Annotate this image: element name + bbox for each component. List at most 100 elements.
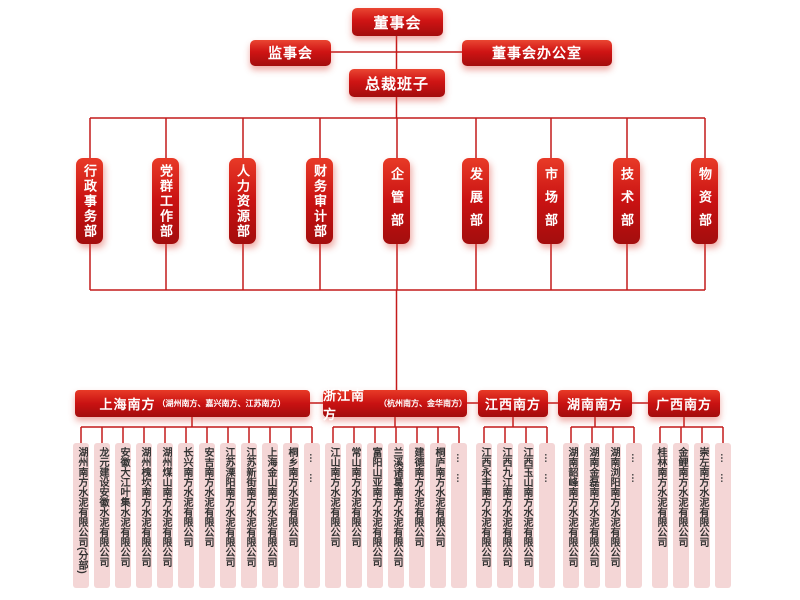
company-item-more[interactable]: …… bbox=[304, 443, 320, 588]
company-label: 江苏溧阳南方水泥有限公司 bbox=[223, 447, 234, 567]
dept-label: 企管部 bbox=[389, 166, 404, 236]
company-label: 金鲤南方水泥有限公司 bbox=[676, 447, 687, 547]
node-board-office[interactable]: 董事会办公室 bbox=[462, 40, 612, 66]
company-label: 崇左南方水泥有限公司 bbox=[697, 447, 708, 547]
company-item[interactable]: 建德南方水泥有限公司 bbox=[409, 443, 425, 588]
node-board-office-label: 董事会办公室 bbox=[492, 45, 582, 61]
dept-label: 财务审计部 bbox=[312, 163, 327, 239]
company-item[interactable]: 安吉南方水泥有限公司 bbox=[199, 443, 215, 588]
node-president-team[interactable]: 总裁班子 bbox=[349, 69, 445, 97]
company-label: 湖州南方水泥有限公司(分部) bbox=[76, 447, 87, 574]
company-label: 湖州煤山南方水泥有限公司 bbox=[160, 447, 171, 567]
company-item[interactable]: 江苏新街南方水泥有限公司 bbox=[241, 443, 257, 588]
dept-label: 技术部 bbox=[619, 166, 634, 236]
dept-label: 物资部 bbox=[697, 166, 712, 236]
region-note: （湖州南方、嘉兴南方、江苏南方） bbox=[157, 399, 286, 408]
company-item[interactable]: 湖州槐坎南方水泥有限公司 bbox=[136, 443, 152, 588]
company-item[interactable]: 上海金山南方水泥有限公司 bbox=[262, 443, 278, 588]
company-item-more[interactable]: …… bbox=[539, 443, 555, 588]
company-label: 江西玉山南方水泥有限公司 bbox=[521, 447, 532, 567]
company-label: 长兴南方水泥有限公司 bbox=[181, 447, 192, 547]
company-item[interactable]: 崇左南方水泥有限公司 bbox=[694, 443, 710, 588]
dept-development[interactable]: 发展部 bbox=[462, 158, 489, 244]
region-jiangxi[interactable]: 江西南方 bbox=[478, 390, 548, 417]
dept-label: 人力资源部 bbox=[235, 163, 250, 239]
company-item[interactable]: 江西玉山南方水泥有限公司 bbox=[518, 443, 534, 588]
company-label: 上海金山南方水泥有限公司 bbox=[265, 447, 276, 567]
ellipsis-label: …… bbox=[307, 453, 318, 493]
company-item[interactable]: 江西永丰南方水泥有限公司 bbox=[476, 443, 492, 588]
company-item-more[interactable]: …… bbox=[451, 443, 467, 588]
node-president-team-label: 总裁班子 bbox=[364, 75, 429, 93]
company-label: 建德南方水泥有限公司 bbox=[412, 447, 423, 547]
region-hunan[interactable]: 湖南南方 bbox=[558, 390, 632, 417]
dept-human-resources[interactable]: 人力资源部 bbox=[229, 158, 256, 244]
node-board-label: 董事会 bbox=[373, 14, 422, 32]
dept-label: 市场部 bbox=[543, 166, 558, 236]
company-label: 桐乡南方水泥有限公司 bbox=[286, 447, 297, 547]
dept-label: 发展部 bbox=[468, 166, 483, 236]
company-item[interactable]: 湖南韶峰南方水泥有限公司 bbox=[563, 443, 579, 588]
dept-admin-affairs[interactable]: 行政事务部 bbox=[76, 158, 103, 244]
company-label: 兰溪诸葛南方水泥有限公司 bbox=[391, 447, 402, 567]
company-item[interactable]: 金鲤南方水泥有限公司 bbox=[673, 443, 689, 588]
company-item[interactable]: 桐庐南方水泥有限公司 bbox=[430, 443, 446, 588]
ellipsis-label: …… bbox=[629, 453, 640, 493]
company-label: 湖南韶峰南方水泥有限公司 bbox=[566, 447, 577, 567]
ellipsis-label: …… bbox=[454, 453, 465, 493]
group-zhejiang-companies: 江山南方水泥有限公司 常山南方水泥有限公司 富阳山亚南方水泥有限公司 兰溪诸葛南… bbox=[325, 443, 467, 588]
region-shanghai[interactable]: 上海南方 （湖州南方、嘉兴南方、江苏南方） bbox=[75, 390, 310, 417]
company-item[interactable]: 湖州煤山南方水泥有限公司 bbox=[157, 443, 173, 588]
company-label: 湖州槐坎南方水泥有限公司 bbox=[139, 447, 150, 567]
dept-label: 行政事务部 bbox=[82, 163, 97, 239]
dept-party-mass[interactable]: 党群工作部 bbox=[152, 158, 179, 244]
dept-label: 党群工作部 bbox=[158, 163, 173, 239]
region-note: （杭州南方、金华南方） bbox=[379, 399, 467, 408]
company-item-more[interactable]: …… bbox=[715, 443, 731, 588]
region-zhejiang[interactable]: 浙江南方 （杭州南方、金华南方） bbox=[323, 388, 467, 422]
company-item[interactable]: 湖南金磊南方水泥有限公司 bbox=[584, 443, 600, 588]
region-name: 湖南南方 bbox=[566, 397, 623, 412]
dept-technology[interactable]: 技术部 bbox=[613, 158, 640, 244]
node-supervisory-board[interactable]: 监事会 bbox=[250, 40, 331, 66]
company-item[interactable]: 湖州南方水泥有限公司(分部) bbox=[73, 443, 89, 588]
ellipsis-label: …… bbox=[718, 453, 729, 493]
company-item[interactable]: 富阳山亚南方水泥有限公司 bbox=[367, 443, 383, 588]
company-item-more[interactable]: …… bbox=[626, 443, 642, 588]
group-guangxi-companies: 桂林南方水泥有限公司 金鲤南方水泥有限公司 崇左南方水泥有限公司 …… bbox=[652, 443, 731, 588]
region-name: 广西南方 bbox=[655, 397, 712, 412]
company-item[interactable]: 兰溪诸葛南方水泥有限公司 bbox=[388, 443, 404, 588]
company-item[interactable]: 安徽大江叶集水泥有限公司 bbox=[115, 443, 131, 588]
company-item[interactable]: 龙元建设安徽水泥有限公司 bbox=[94, 443, 110, 588]
dept-materials[interactable]: 物资部 bbox=[691, 158, 718, 244]
company-item[interactable]: 长兴南方水泥有限公司 bbox=[178, 443, 194, 588]
company-label: 桐庐南方水泥有限公司 bbox=[433, 447, 444, 547]
company-item[interactable]: 桐乡南方水泥有限公司 bbox=[283, 443, 299, 588]
dept-market[interactable]: 市场部 bbox=[537, 158, 564, 244]
region-name: 江西南方 bbox=[484, 397, 541, 412]
group-hunan-companies: 湖南韶峰南方水泥有限公司 湖南金磊南方水泥有限公司 湖南浏阳南方水泥有限公司 …… bbox=[563, 443, 642, 588]
company-label: 龙元建设安徽水泥有限公司 bbox=[97, 447, 108, 567]
company-label: 富阳山亚南方水泥有限公司 bbox=[370, 447, 381, 567]
company-label: 湖南金磊南方水泥有限公司 bbox=[587, 447, 598, 567]
company-label: 安吉南方水泥有限公司 bbox=[202, 447, 213, 547]
ellipsis-label: …… bbox=[542, 453, 553, 493]
dept-enterprise-mgmt[interactable]: 企管部 bbox=[383, 158, 410, 244]
company-item[interactable]: 江西九江南方水泥有限公司 bbox=[497, 443, 513, 588]
company-item[interactable]: 湖南浏阳南方水泥有限公司 bbox=[605, 443, 621, 588]
company-item[interactable]: 桂林南方水泥有限公司 bbox=[652, 443, 668, 588]
region-name: 上海南方 bbox=[99, 397, 156, 412]
dept-finance-audit[interactable]: 财务审计部 bbox=[306, 158, 333, 244]
company-label: 江西永丰南方水泥有限公司 bbox=[479, 447, 490, 567]
node-board[interactable]: 董事会 bbox=[352, 8, 443, 36]
company-label: 江山南方水泥有限公司 bbox=[328, 447, 339, 547]
node-supervisory-board-label: 监事会 bbox=[268, 45, 313, 61]
company-label: 湖南浏阳南方水泥有限公司 bbox=[608, 447, 619, 567]
company-item[interactable]: 江苏溧阳南方水泥有限公司 bbox=[220, 443, 236, 588]
region-name: 浙江南方 bbox=[323, 387, 366, 422]
company-item[interactable]: 常山南方水泥有限公司 bbox=[346, 443, 362, 588]
company-item[interactable]: 江山南方水泥有限公司 bbox=[325, 443, 341, 588]
group-shanghai-companies: 湖州南方水泥有限公司(分部) 龙元建设安徽水泥有限公司 安徽大江叶集水泥有限公司… bbox=[73, 443, 320, 588]
region-guangxi[interactable]: 广西南方 bbox=[648, 390, 720, 417]
